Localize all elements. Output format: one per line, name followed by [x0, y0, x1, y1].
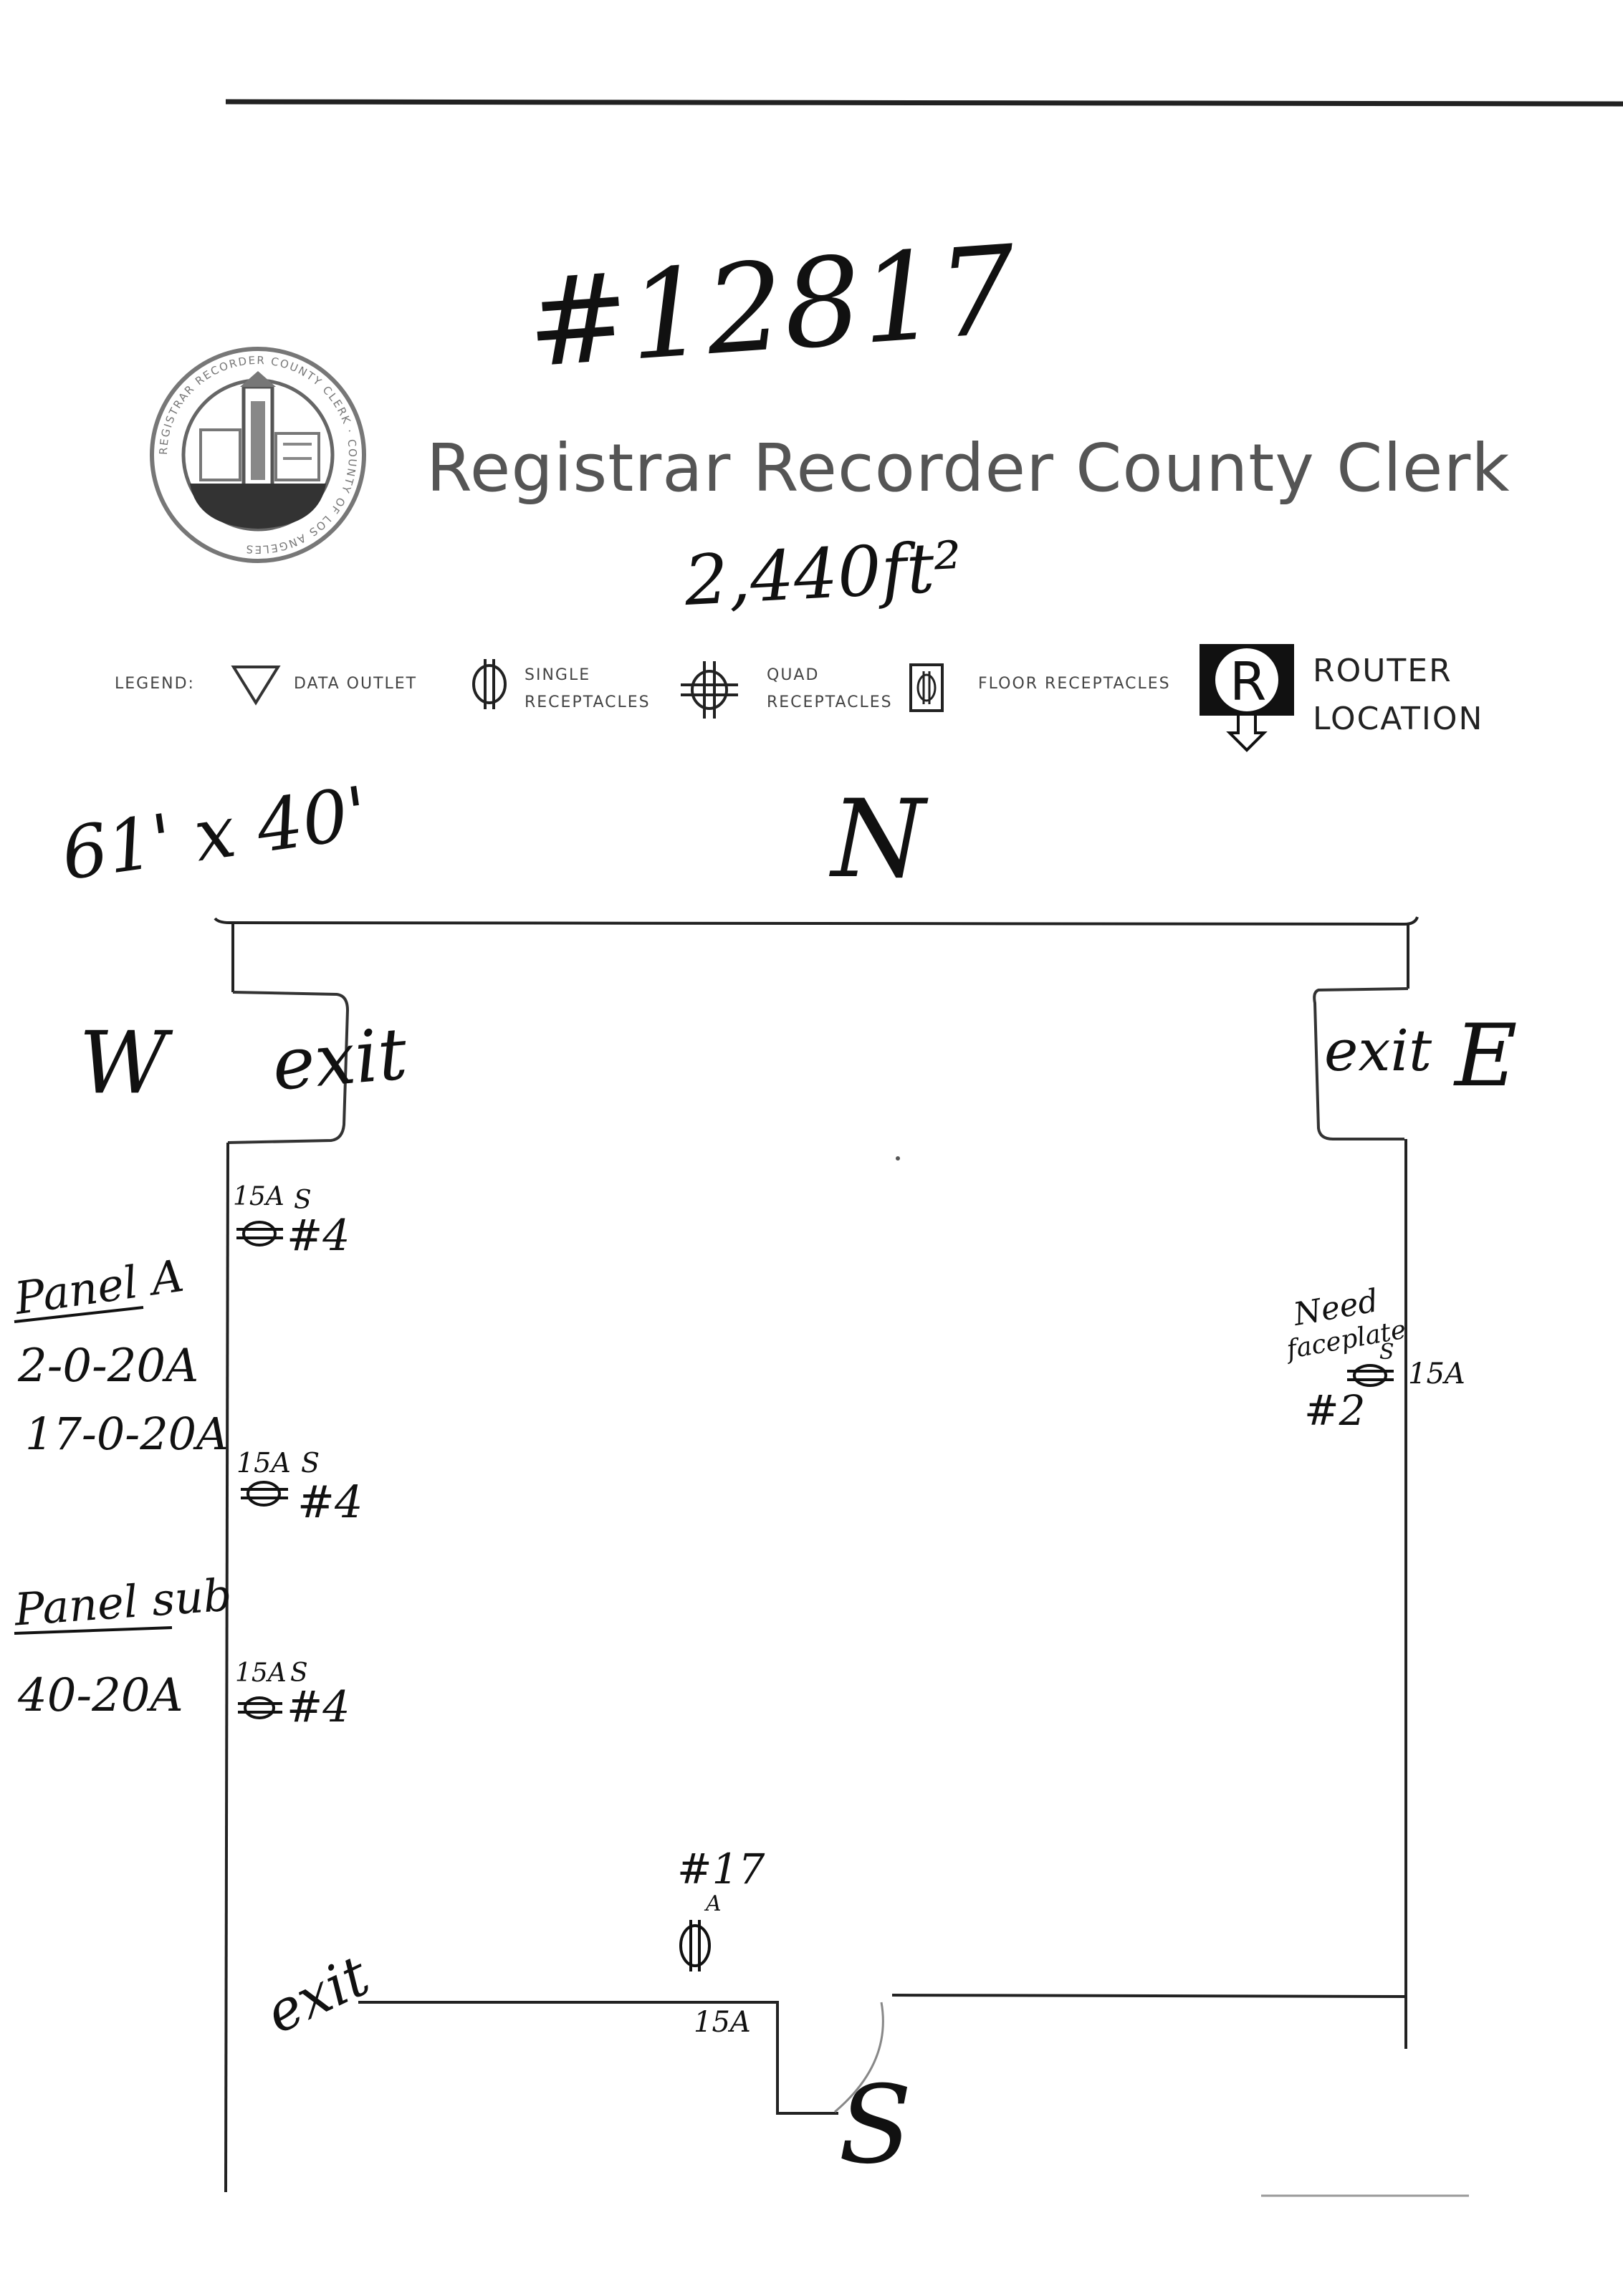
floor-outlet-count: #17	[677, 1845, 765, 1893]
router-legend-icon: R	[1197, 641, 1297, 756]
outlet-amps: 15A	[236, 1447, 291, 1479]
east-outlet-type: S	[1379, 1340, 1394, 1365]
outlet-type: S	[301, 1447, 320, 1479]
north-wall	[214, 916, 1419, 926]
outlet-count: #4	[297, 1476, 363, 1528]
south-wall	[358, 2001, 838, 2115]
panel-a-line2: 17-0-20A	[25, 1408, 229, 1460]
floor-outlet-amps: 15A	[694, 2006, 751, 2039]
single-receptacle-icon	[1347, 1364, 1394, 1387]
panel-sub-line1: 40-20A	[18, 1669, 183, 1722]
data-outlet-icon	[231, 663, 281, 709]
east-outlet-count: #2	[1304, 1386, 1366, 1435]
legend-single-line1: SINGLE	[525, 666, 591, 684]
outlet-count: #4	[287, 1682, 350, 1732]
page-title: Registrar Recorder County Clerk	[426, 430, 1511, 506]
legend-floor: FLOOR RECEPTACLES	[978, 675, 1171, 693]
outlet-type: S	[290, 1658, 308, 1688]
legend-single-line2: RECEPTACLES	[525, 693, 651, 711]
exit-west-label: exit	[269, 1012, 411, 1107]
west-exit-notch	[227, 991, 350, 1144]
area-label: 2,440ft²	[682, 526, 964, 622]
outlet-count: #4	[287, 1211, 350, 1261]
outlet-type: S	[294, 1186, 312, 1215]
legend-router-line2: LOCATION	[1313, 701, 1484, 737]
compass-north: N	[831, 777, 926, 902]
east-outlet-amps: 15A	[1408, 1358, 1465, 1390]
floor-outlet-type: A	[706, 1891, 722, 1916]
floor-receptacle-icon	[679, 1920, 711, 1971]
west-wall	[224, 1142, 229, 2193]
legend-router-line1: ROUTER	[1313, 653, 1452, 689]
legend-quad-line1: QUAD	[767, 666, 820, 684]
single-receptacle-icon	[238, 1696, 282, 1719]
scan-edge	[225, 99, 1623, 107]
legend-data-outlet: DATA OUTLET	[294, 675, 418, 693]
single-receptacle-icon	[241, 1481, 288, 1507]
outlet-amps: 15A	[235, 1658, 287, 1688]
legend-label: LEGEND:	[115, 675, 195, 693]
panel-a-line1: 2-0-20A	[18, 1340, 199, 1393]
quad-receptacle-legend-icon	[677, 658, 742, 726]
compass-west: W	[79, 1014, 168, 1113]
county-seal: REGISTRAR RECORDER COUNTY CLERK · COUNTY…	[147, 344, 369, 566]
single-receptacle-icon	[236, 1221, 283, 1247]
compass-east: E	[1455, 1007, 1518, 1106]
floor-receptacle-legend-icon	[909, 663, 944, 716]
single-receptacle-legend-icon	[462, 655, 520, 716]
door-swing	[834, 2002, 884, 2113]
exit-east-label: exit	[1324, 1017, 1432, 1084]
legend-quad-line2: RECEPTACLES	[767, 693, 893, 711]
router-letter: R	[1230, 651, 1267, 713]
east-exit-notch	[1313, 987, 1409, 1140]
outlet-amps: 15A	[233, 1182, 284, 1211]
compass-south: S	[838, 2063, 912, 2188]
